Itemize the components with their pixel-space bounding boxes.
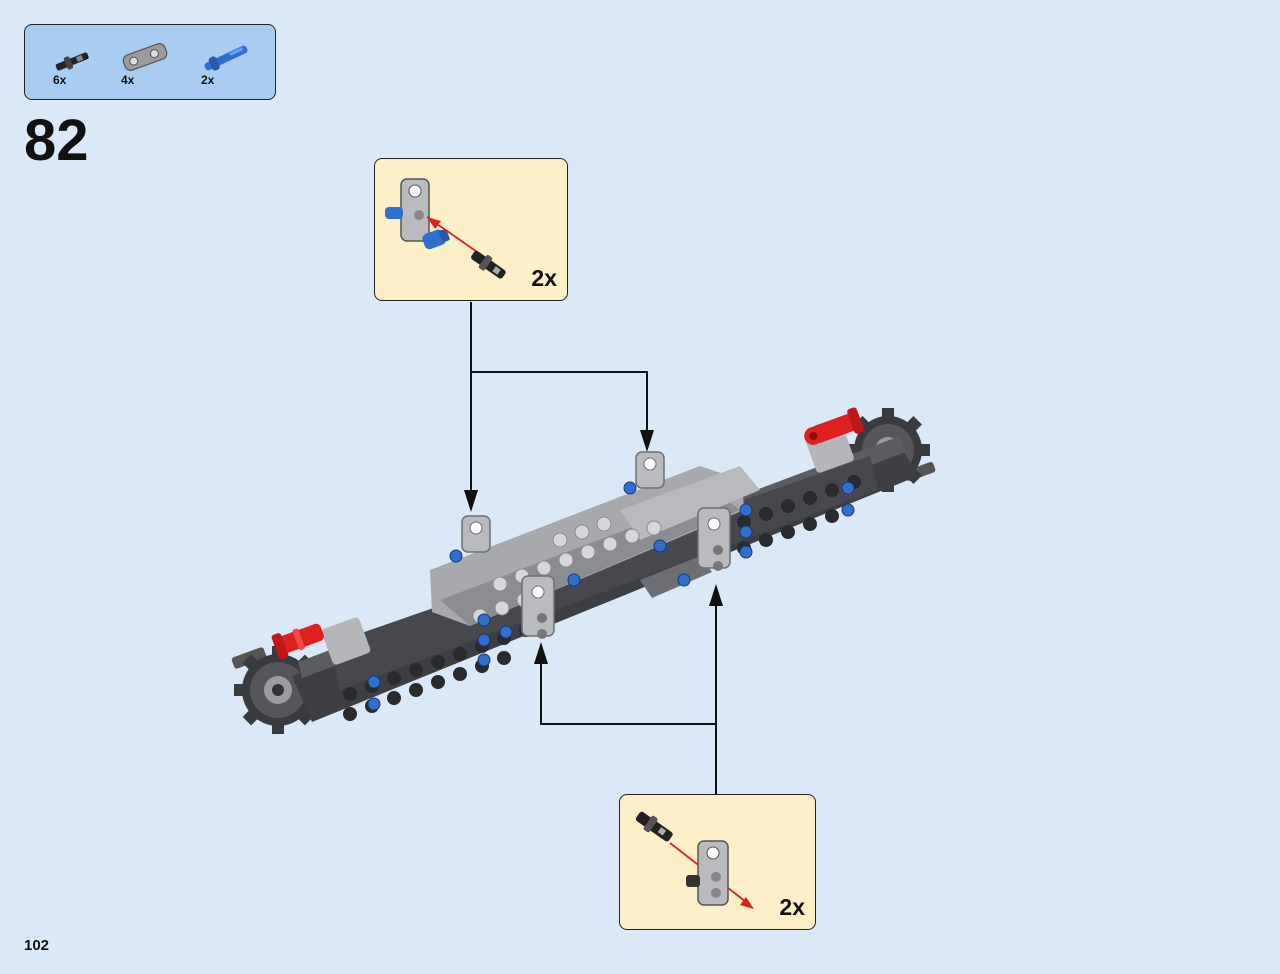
step-number: 82 [24, 108, 89, 173]
upright-connector [521, 575, 555, 639]
arrowhead-top-right [640, 430, 654, 452]
sub-assembly-callout-top: 2x [374, 158, 568, 301]
page-number: 102 [24, 937, 50, 954]
arrowhead-bottom-right [709, 584, 723, 606]
connector-pin-subassembly-icon [635, 811, 754, 909]
plate-holes [472, 516, 662, 624]
upright-connector [635, 451, 665, 489]
connector-pin-subassembly-icon [385, 178, 506, 279]
callout-quantity: 2x [531, 265, 557, 291]
axle-assembly-model [231, 407, 936, 734]
blue-axle-pin-icon [204, 45, 248, 71]
upright-connector [697, 507, 731, 571]
part-quantity: 4x [121, 73, 135, 87]
part-quantity: 2x [201, 73, 215, 87]
sub-assembly-callout-bottom: 2x [619, 794, 816, 930]
parts-list: 6x 4x 2x [24, 24, 276, 100]
gray-beam-connector-icon [122, 43, 168, 71]
upright-connector [461, 515, 491, 553]
arrowhead-bottom-left [534, 642, 548, 664]
black-axle-pin-icon [55, 52, 89, 71]
blue-pins [367, 481, 855, 711]
callout-quantity: 2x [779, 894, 805, 920]
guide-arrows-bottom [540, 598, 717, 794]
part-quantity: 6x [53, 73, 67, 87]
guide-arrows-top [470, 302, 648, 498]
arrowhead-top-left [464, 490, 478, 512]
